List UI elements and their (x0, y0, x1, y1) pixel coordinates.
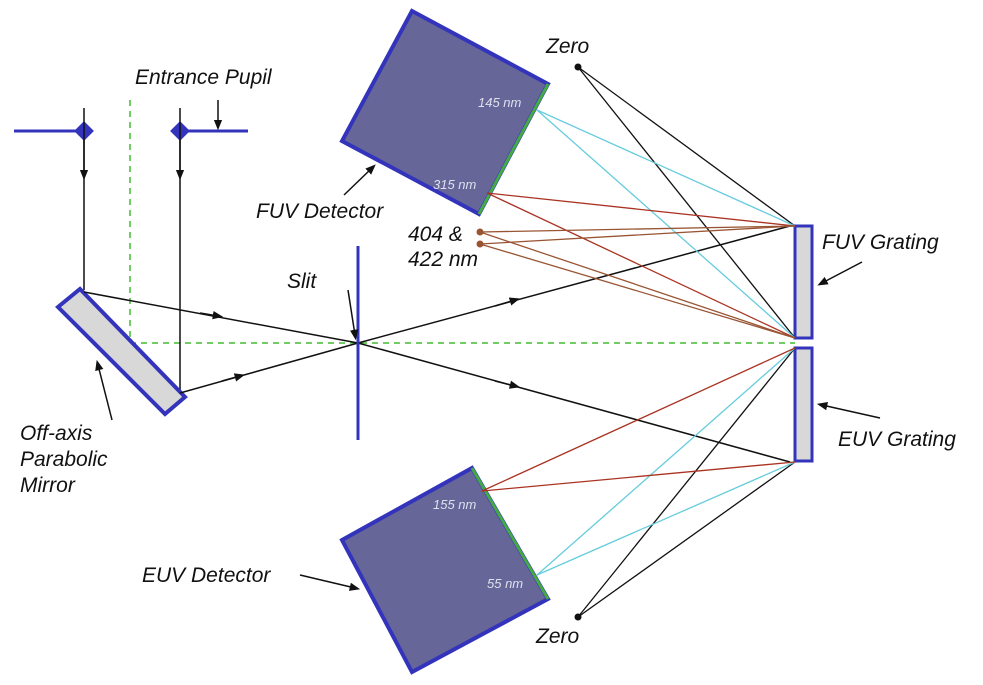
line-404-point (476, 228, 484, 236)
zero-top-point (574, 63, 582, 71)
mirror-label-line2: Parabolic (20, 448, 108, 471)
euv-grating-label: EUV Grating (838, 428, 956, 451)
fuv-grating (793, 224, 814, 340)
off-axis-parabolic-mirror (55, 286, 188, 417)
rays-to-slit (83, 225, 791, 463)
entrance-pupil (14, 121, 248, 141)
mirror-label-line3: Mirror (20, 474, 76, 497)
euv-grating (793, 346, 814, 463)
fuv-detector-label: FUV Detector (256, 200, 384, 223)
euv-rays (481, 347, 796, 618)
euv-detector-label: EUV Detector (142, 564, 271, 587)
fuv-145nm-label: 145 nm (478, 95, 522, 110)
euv-55nm-label: 55 nm (487, 576, 523, 591)
zero-bottom-point (574, 613, 582, 621)
entrance-pupil-label: Entrance Pupil (135, 66, 273, 89)
fuv-grating-label: FUV Grating (822, 231, 939, 254)
fuv-detector (339, 8, 551, 217)
mirror-label-line1: Off-axis (20, 422, 93, 445)
fuv-rays (479, 66, 796, 339)
lines-404-label-line1: 404 & (408, 223, 463, 246)
lines-404-label-line2: 422 nm (408, 248, 478, 271)
fuv-315nm-label: 315 nm (433, 177, 477, 192)
zero-top-label: Zero (545, 35, 590, 58)
zero-bottom-label: Zero (535, 625, 580, 648)
incoming-rays (79, 108, 185, 390)
label-arrows (95, 100, 881, 591)
line-422-point (476, 240, 484, 248)
slit-label: Slit (287, 270, 317, 293)
euv-155nm-label: 155 nm (433, 497, 477, 512)
